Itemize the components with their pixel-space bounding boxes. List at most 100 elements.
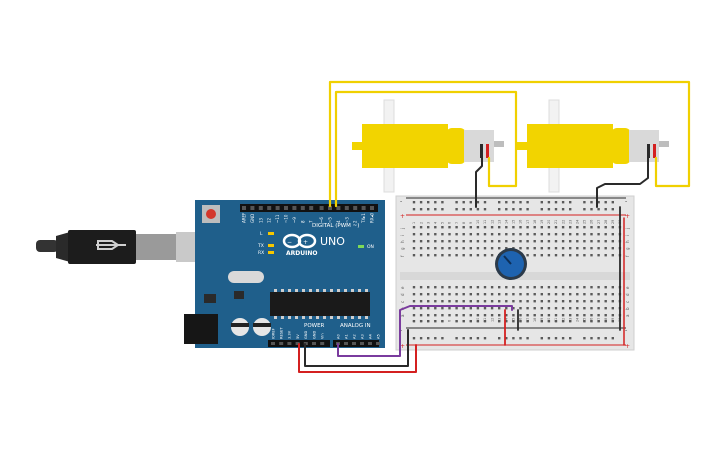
breadboard-hole[interactable] xyxy=(590,254,593,257)
power-pin-hole[interactable] xyxy=(312,342,316,345)
breadboard-hole[interactable] xyxy=(476,293,480,296)
breadboard-hole[interactable] xyxy=(476,307,480,310)
breadboard-hole[interactable] xyxy=(526,247,529,250)
breadboard-hole[interactable] xyxy=(547,247,551,250)
power-pin-hole[interactable] xyxy=(287,342,292,345)
rail-hole[interactable] xyxy=(505,337,508,340)
breadboard-hole[interactable] xyxy=(441,293,444,296)
rail-hole[interactable] xyxy=(505,201,508,204)
breadboard-hole[interactable] xyxy=(455,300,458,303)
rail-hole[interactable] xyxy=(434,208,437,211)
breadboard-hole[interactable] xyxy=(569,307,572,310)
rail-hole[interactable] xyxy=(583,208,586,211)
breadboard-hole[interactable] xyxy=(427,293,430,296)
rail-hole[interactable] xyxy=(434,201,437,204)
breadboard-hole[interactable] xyxy=(554,307,558,310)
breadboard-hole[interactable] xyxy=(462,286,465,289)
breadboard-hole[interactable] xyxy=(554,254,558,257)
rail-hole[interactable] xyxy=(611,337,614,340)
breadboard-hole[interactable] xyxy=(448,233,451,236)
breadboard-hole[interactable] xyxy=(561,240,565,243)
breadboard-hole[interactable] xyxy=(441,300,444,303)
breadboard-hole[interactable] xyxy=(412,240,416,243)
breadboard-hole[interactable] xyxy=(569,247,572,250)
breadboard-hole[interactable] xyxy=(441,254,444,257)
digital-pin-hole[interactable] xyxy=(258,206,263,210)
rail-hole[interactable] xyxy=(569,208,572,211)
breadboard-hole[interactable] xyxy=(462,293,465,296)
rail-hole[interactable] xyxy=(469,320,472,323)
breadboard-hole[interactable] xyxy=(583,247,586,250)
breadboard-hole[interactable] xyxy=(469,247,472,250)
breadboard-hole[interactable] xyxy=(519,314,522,317)
rail-hole[interactable] xyxy=(604,201,607,204)
breadboard-hole[interactable] xyxy=(590,240,593,243)
breadboard-hole[interactable] xyxy=(576,286,579,289)
breadboard-hole[interactable] xyxy=(441,240,444,243)
rail-hole[interactable] xyxy=(597,201,600,204)
dc-motor-right[interactable] xyxy=(517,99,669,193)
breadboard-hole[interactable] xyxy=(611,286,614,289)
breadboard-hole[interactable] xyxy=(434,247,437,250)
breadboard-hole[interactable] xyxy=(583,240,586,243)
breadboard-hole[interactable] xyxy=(512,307,515,310)
breadboard-hole[interactable] xyxy=(469,314,472,317)
breadboard-hole[interactable] xyxy=(611,307,614,310)
breadboard-hole[interactable] xyxy=(533,286,536,289)
breadboard-hole[interactable] xyxy=(476,286,480,289)
breadboard-hole[interactable] xyxy=(498,314,501,317)
rail-hole[interactable] xyxy=(526,208,529,211)
rail-hole[interactable] xyxy=(611,208,614,211)
breadboard-hole[interactable] xyxy=(611,300,614,303)
wire-red-5v[interactable] xyxy=(298,343,417,373)
rail-hole[interactable] xyxy=(604,337,607,340)
breadboard-hole[interactable] xyxy=(547,254,551,257)
rail-hole[interactable] xyxy=(561,320,565,323)
usb-cable[interactable] xyxy=(36,230,198,264)
dc-motor-left[interactable] xyxy=(352,99,504,193)
rail-hole[interactable] xyxy=(519,201,522,204)
rail-hole[interactable] xyxy=(590,201,593,204)
rail-hole[interactable] xyxy=(597,320,600,323)
breadboard-hole[interactable] xyxy=(419,314,423,317)
rail-hole[interactable] xyxy=(441,201,444,204)
breadboard-hole[interactable] xyxy=(597,286,600,289)
breadboard-hole[interactable] xyxy=(576,300,579,303)
rail-hole[interactable] xyxy=(412,320,416,323)
breadboard-hole[interactable] xyxy=(419,286,423,289)
breadboard-hole[interactable] xyxy=(469,254,472,257)
reset-button-cap[interactable] xyxy=(206,209,216,219)
rail-hole[interactable] xyxy=(462,208,465,211)
digital-pin-hole[interactable] xyxy=(250,206,255,210)
breadboard-hole[interactable] xyxy=(512,314,515,317)
digital-pin-hole[interactable] xyxy=(353,206,358,210)
breadboard-hole[interactable] xyxy=(561,254,565,257)
breadboard-hole[interactable] xyxy=(590,233,593,236)
breadboard-hole[interactable] xyxy=(512,226,515,229)
rail-hole[interactable] xyxy=(547,201,551,204)
rail-hole[interactable] xyxy=(476,201,480,204)
breadboard-hole[interactable] xyxy=(561,293,565,296)
breadboard-hole[interactable] xyxy=(427,247,430,250)
breadboard-hole[interactable] xyxy=(554,226,558,229)
digital-pin-hole[interactable] xyxy=(267,206,272,210)
breadboard-hole[interactable] xyxy=(483,254,487,257)
breadboard-hole[interactable] xyxy=(547,226,551,229)
breadboard-hole[interactable] xyxy=(505,233,508,236)
rail-hole[interactable] xyxy=(561,201,565,204)
rail-hole[interactable] xyxy=(526,337,529,340)
breadboard-hole[interactable] xyxy=(498,233,501,236)
breadboard-hole[interactable] xyxy=(462,314,465,317)
rail-hole[interactable] xyxy=(498,320,501,323)
rail-hole[interactable] xyxy=(476,337,480,340)
breadboard-hole[interactable] xyxy=(505,226,508,229)
breadboard-hole[interactable] xyxy=(427,254,430,257)
rail-hole[interactable] xyxy=(583,201,586,204)
breadboard-hole[interactable] xyxy=(427,226,430,229)
breadboard-hole[interactable] xyxy=(597,314,600,317)
breadboard-hole[interactable] xyxy=(519,240,522,243)
breadboard-hole[interactable] xyxy=(561,226,565,229)
rail-hole[interactable] xyxy=(547,337,551,340)
breadboard-hole[interactable] xyxy=(526,240,529,243)
breadboard-hole[interactable] xyxy=(434,233,437,236)
